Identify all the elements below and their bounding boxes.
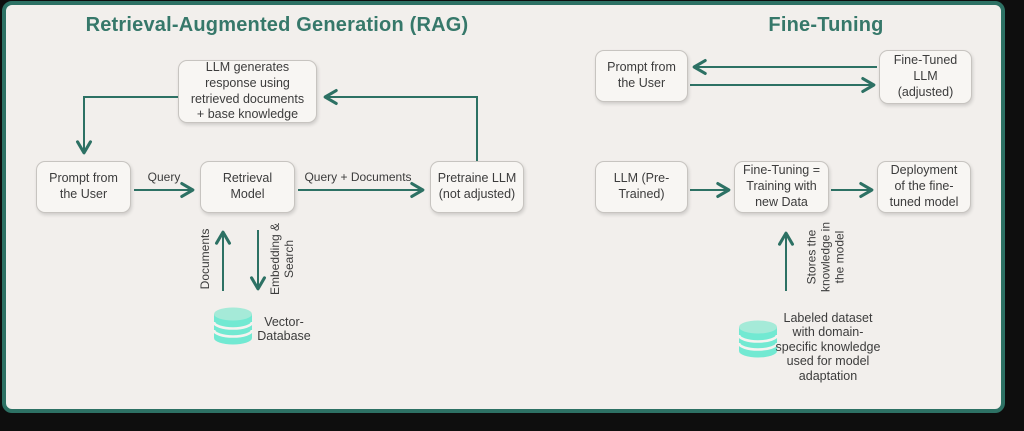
- rag-node-prompt-from-user: Prompt from the User: [36, 161, 131, 213]
- rag-label-embedding-search: Embedding & Search: [268, 222, 296, 296]
- ft-node-deployment: Deployment of the fine- tuned model: [877, 161, 971, 213]
- ft-labeled-dataset-label: Labeled dataset with domain- specific kn…: [775, 311, 881, 383]
- rag-node-retrieval-model: Retrieval Model: [200, 161, 295, 213]
- ft-node-prompt-from-user: Prompt from the User: [595, 50, 688, 102]
- ft-node-llm-pretrained: LLM (Pre- Trained): [595, 161, 688, 213]
- rag-label-query-documents: Query + Documents: [304, 170, 412, 184]
- ft-section-title: Fine-Tuning: [768, 14, 884, 36]
- rag-section-title: Retrieval-Augmented Generation (RAG): [85, 14, 469, 36]
- rag-label-query: Query: [147, 170, 181, 184]
- ft-node-finetuning-training: Fine-Tuning = Training with new Data: [734, 161, 829, 213]
- ft-node-finetuned-llm: Fine-Tuned LLM (adjusted): [879, 50, 972, 104]
- rag-node-pretrained-llm: Pretraine LLM (not adjusted): [430, 161, 524, 213]
- rag-node-llm-generates: LLM generates response using retrieved d…: [178, 60, 317, 123]
- ft-labeled-dataset-icon: [737, 320, 779, 358]
- ft-label-stores-knowledge: Stores the knowledge in the model: [804, 221, 846, 293]
- rag-vector-database-label: Vector- Database: [257, 315, 311, 344]
- rag-vector-database-icon: [212, 307, 254, 345]
- rag-label-documents: Documents: [198, 228, 213, 290]
